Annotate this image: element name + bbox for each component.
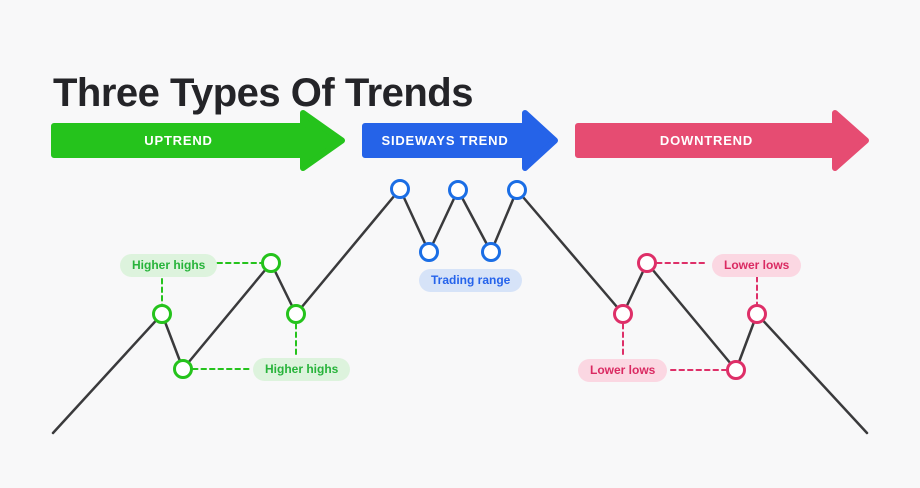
uptrend-swing-point-marker bbox=[173, 359, 193, 379]
sideways-swing-point-marker bbox=[448, 180, 468, 200]
trading-range-badge: Trading range bbox=[419, 269, 523, 292]
uptrend-swing-point-marker bbox=[261, 253, 281, 273]
higher-highs-badge-bottom: Higher highs bbox=[253, 358, 351, 381]
sideways-trend-arrow bbox=[362, 110, 558, 171]
uptrend-arrow bbox=[51, 110, 345, 171]
downtrend-swing-point-marker bbox=[613, 304, 633, 324]
lower-lows-badge-top: Lower lows bbox=[712, 254, 802, 277]
higher-highs-badge-top: Higher highs bbox=[120, 254, 218, 277]
downtrend-swing-point-marker bbox=[747, 304, 767, 324]
uptrend-swing-point-marker bbox=[286, 304, 306, 324]
downtrend-swing-point-marker bbox=[637, 253, 657, 273]
page-title: Three Types Of Trends bbox=[53, 70, 474, 115]
sideways-swing-point-marker bbox=[419, 242, 439, 262]
lower-lows-badge-bottom: Lower lows bbox=[578, 359, 668, 382]
downtrend-arrow bbox=[575, 110, 869, 171]
sideways-swing-point-marker bbox=[481, 242, 501, 262]
uptrend-swing-point-marker bbox=[152, 304, 172, 324]
downtrend-swing-point-marker bbox=[726, 360, 746, 380]
trend-line bbox=[51, 187, 869, 435]
sideways-swing-point-marker bbox=[390, 179, 410, 199]
sideways-swing-point-marker bbox=[507, 180, 527, 200]
